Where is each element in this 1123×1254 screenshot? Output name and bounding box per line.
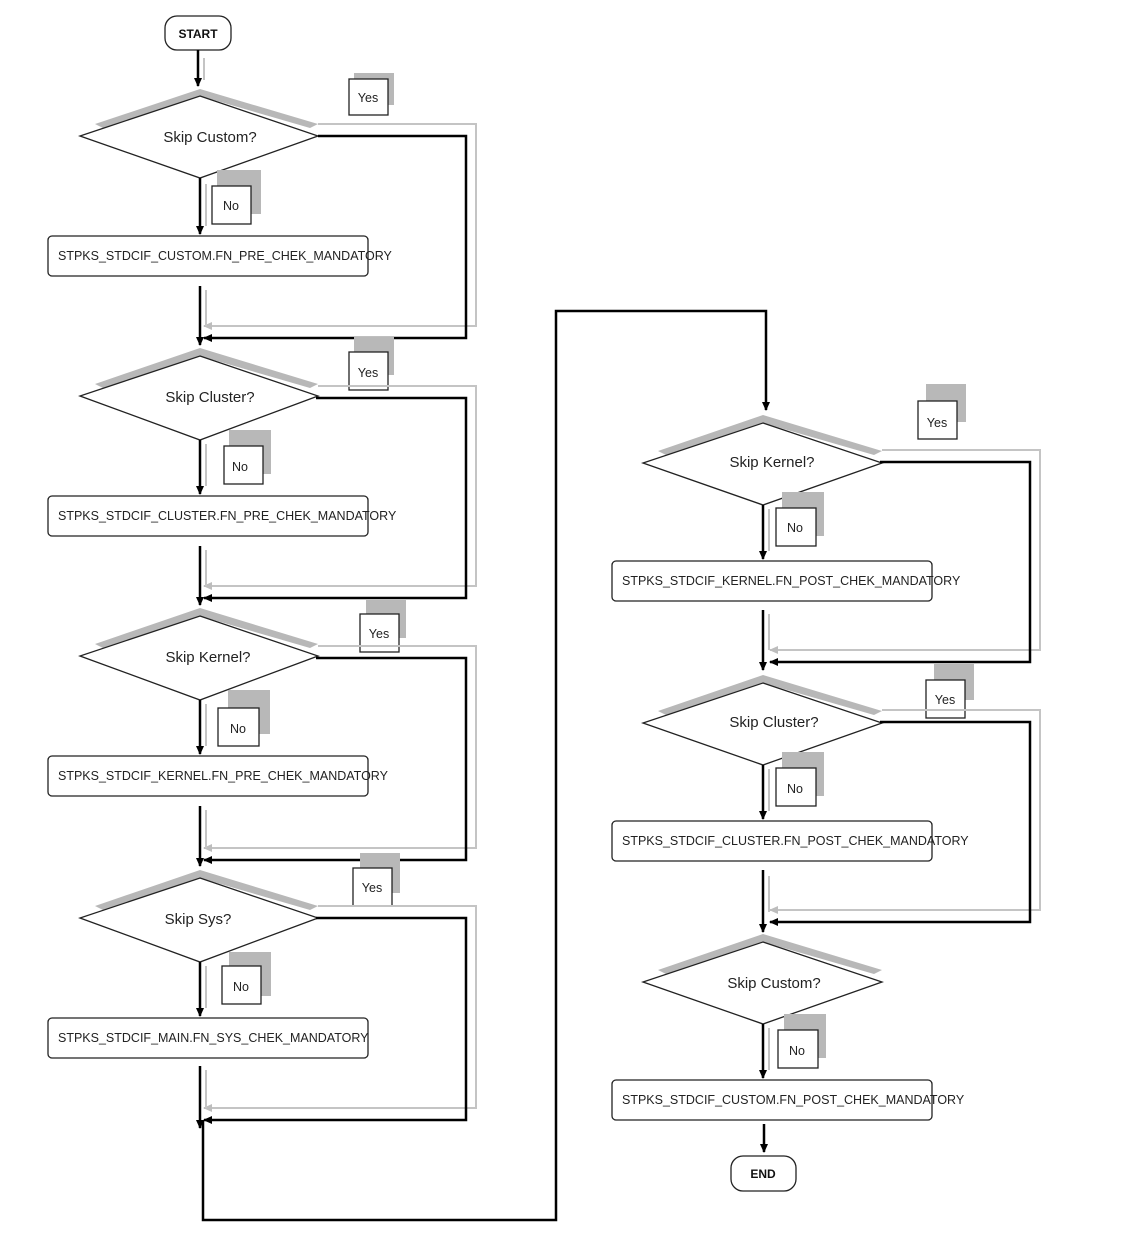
decision-label: Skip Custom? bbox=[163, 129, 256, 146]
svg-text:Skip Kernel?: Skip Kernel? bbox=[165, 649, 250, 666]
yes-branch-shadow bbox=[203, 905, 477, 1112]
yes-branch-shadow bbox=[769, 709, 1041, 914]
svg-text:Yes: Yes bbox=[362, 881, 382, 895]
yes-branch-shadow bbox=[769, 449, 1041, 654]
svg-text:No: No bbox=[787, 782, 803, 796]
start-label: START bbox=[178, 27, 218, 41]
yes-branch bbox=[203, 656, 468, 864]
svg-text:STPKS_STDCIF_KERNEL.FN_POST_CH: STPKS_STDCIF_KERNEL.FN_POST_CHEK_MANDATO… bbox=[622, 574, 961, 588]
process-cluster-pre-check: STPKS_STDCIF_CLUSTER.FN_PRE_CHEK_MANDATO… bbox=[47, 495, 397, 537]
yes-label-box: Yes bbox=[359, 600, 406, 653]
svg-text:Yes: Yes bbox=[358, 91, 378, 105]
svg-text:No: No bbox=[789, 1044, 805, 1058]
column-link bbox=[201, 424, 558, 1222]
column-link bbox=[554, 309, 770, 424]
svg-text:STPKS_STDCIF_CLUSTER.FN_PRE_CH: STPKS_STDCIF_CLUSTER.FN_PRE_CHEK_MANDATO… bbox=[58, 509, 397, 523]
svg-text:No: No bbox=[233, 980, 249, 994]
svg-text:No: No bbox=[230, 722, 246, 736]
svg-text:Skip Kernel?: Skip Kernel? bbox=[729, 454, 814, 471]
yes-branch-shadow bbox=[203, 645, 477, 852]
svg-text:Skip Sys?: Skip Sys? bbox=[165, 911, 232, 928]
process-kernel-post-check: STPKS_STDCIF_KERNEL.FN_POST_CHEK_MANDATO… bbox=[611, 560, 961, 602]
decision-skip-sys: Skip Sys? bbox=[78, 870, 320, 963]
yes-branch bbox=[203, 396, 468, 602]
no-label-box: No bbox=[777, 1014, 826, 1069]
yes-label-box: Yes bbox=[352, 853, 400, 907]
decision-skip-cluster: Skip Cluster? bbox=[78, 348, 320, 441]
svg-text:No: No bbox=[232, 460, 248, 474]
svg-text:STPKS_STDCIF_CUSTOM.FN_PRE_CHE: STPKS_STDCIF_CUSTOM.FN_PRE_CHEK_MANDATOR… bbox=[58, 249, 393, 263]
yes-label-box: Yes bbox=[348, 73, 394, 116]
svg-text:Skip Custom?: Skip Custom? bbox=[727, 975, 820, 992]
svg-text:No: No bbox=[787, 521, 803, 535]
svg-text:Yes: Yes bbox=[358, 366, 378, 380]
svg-text:Skip Cluster?: Skip Cluster? bbox=[165, 389, 254, 406]
process-custom-post-check: STPKS_STDCIF_CUSTOM.FN_POST_CHEK_MANDATO… bbox=[611, 1079, 965, 1121]
yes-label-box: Yes bbox=[925, 664, 974, 719]
no-label-box: No bbox=[775, 492, 824, 547]
svg-text:STPKS_STDCIF_KERNEL.FN_PRE_CHE: STPKS_STDCIF_KERNEL.FN_PRE_CHEK_MANDATOR… bbox=[58, 769, 389, 783]
decision-skip-custom-post: Skip Custom? bbox=[640, 934, 884, 1025]
process-custom-pre-check: STPKS_STDCIF_CUSTOM.FN_PRE_CHEK_MANDATOR… bbox=[47, 235, 393, 277]
yes-label-box: Yes bbox=[348, 337, 394, 391]
yes-branch bbox=[203, 916, 468, 1124]
svg-text:Skip Cluster?: Skip Cluster? bbox=[729, 714, 818, 731]
svg-text:STPKS_STDCIF_CUSTOM.FN_POST_CH: STPKS_STDCIF_CUSTOM.FN_POST_CHEK_MANDATO… bbox=[622, 1093, 965, 1107]
yes-branch bbox=[769, 720, 1032, 926]
no-label-box: No bbox=[221, 952, 271, 1005]
no-label-box: No bbox=[775, 752, 824, 807]
svg-text:Yes: Yes bbox=[935, 693, 955, 707]
process-kernel-pre-check: STPKS_STDCIF_KERNEL.FN_PRE_CHEK_MANDATOR… bbox=[47, 755, 389, 797]
yes-branch bbox=[769, 460, 1032, 666]
no-label-box: No bbox=[223, 430, 271, 485]
no-label-box: No bbox=[217, 690, 270, 747]
yes-branch-shadow bbox=[203, 385, 477, 590]
svg-text:STPKS_STDCIF_CLUSTER.FN_POST_C: STPKS_STDCIF_CLUSTER.FN_POST_CHEK_MANDAT… bbox=[622, 834, 969, 848]
no-label-box: No bbox=[211, 170, 261, 225]
svg-text:Yes: Yes bbox=[927, 416, 947, 430]
start-terminal: START bbox=[164, 15, 232, 51]
end-terminal: END bbox=[730, 1155, 797, 1192]
svg-text:Yes: Yes bbox=[369, 627, 389, 641]
svg-text:STPKS_STDCIF_MAIN.FN_SYS_CHEK_: STPKS_STDCIF_MAIN.FN_SYS_CHEK_MANDATORY bbox=[58, 1031, 369, 1045]
yes-label-box: Yes bbox=[917, 384, 966, 440]
yes-branch bbox=[203, 134, 468, 342]
process-cluster-post-check: STPKS_STDCIF_CLUSTER.FN_POST_CHEK_MANDAT… bbox=[611, 820, 969, 862]
decision-skip-cluster-post: Skip Cluster? bbox=[640, 675, 884, 766]
decision-skip-custom: Skip Custom? bbox=[77, 89, 320, 179]
yes-branch-shadow bbox=[203, 123, 477, 330]
process-main-sys-check: STPKS_STDCIF_MAIN.FN_SYS_CHEK_MANDATORY bbox=[47, 1017, 369, 1059]
svg-text:No: No bbox=[223, 199, 239, 213]
end-label: END bbox=[750, 1167, 776, 1181]
decision-skip-kernel: Skip Kernel? bbox=[78, 608, 320, 701]
decision-skip-kernel-post: Skip Kernel? bbox=[640, 415, 884, 506]
